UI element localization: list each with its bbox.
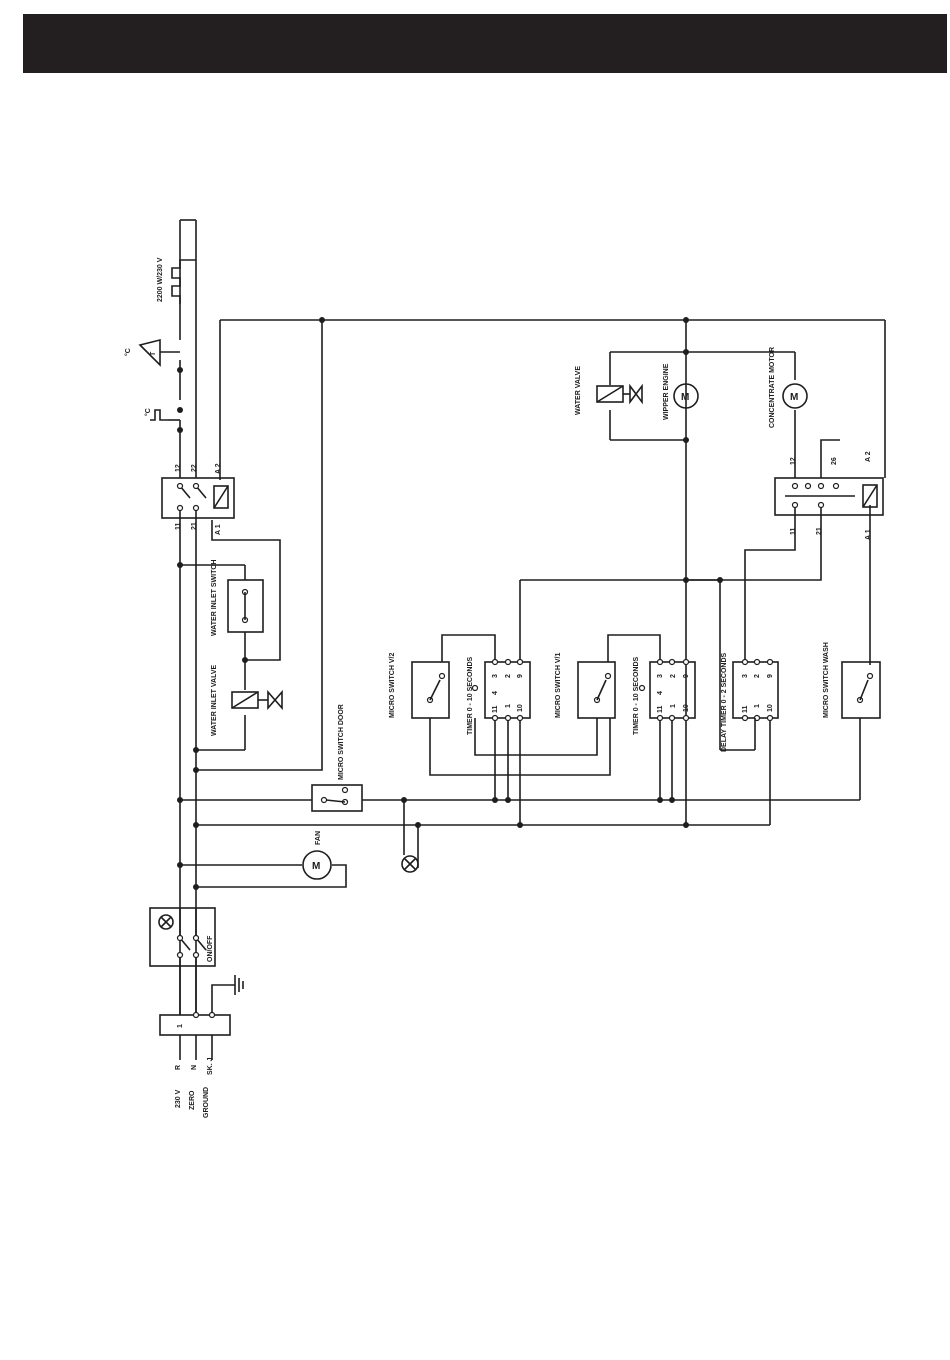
tv2-pin-3: 3 xyxy=(492,674,499,678)
supply-sk-label: SK. J xyxy=(207,1057,214,1075)
micro-switch-door-label: MICRO SWITCH DOOR xyxy=(338,704,345,780)
c2-pin-11: 11 xyxy=(790,527,797,535)
water-valve: WATER VALVE xyxy=(575,366,643,415)
c1-pin-11: 11 xyxy=(175,522,182,530)
tv2-pin-10: 10 xyxy=(517,704,524,712)
tv2-pin-2: 2 xyxy=(505,674,512,678)
micro-switch-wash-label: MICRO SWITCH WASH xyxy=(823,642,830,718)
water-valve-label: WATER VALVE xyxy=(575,366,582,415)
timer-v1: 3 2 9 11 4 1 10 TIMER 0 - 10 SECONDS xyxy=(633,656,696,735)
delay-timer-label: DELAY TIMER 0 - 2 SECONDS xyxy=(721,652,728,752)
thermostat-t-label: T xyxy=(150,351,157,356)
c2-pin-12: 12 xyxy=(790,457,797,465)
junction-dots xyxy=(177,317,723,890)
wipper-engine-label: WIPPER ENGINE xyxy=(663,363,670,420)
concentrate-motor-label: CONCENTRATE MOTOR xyxy=(769,347,776,428)
dt-pin-11: 11 xyxy=(742,705,749,713)
header-bar xyxy=(23,14,947,73)
tv1-pin-1: 1 xyxy=(670,704,677,708)
micro-switch-v2: MICRO SWITCH V/2 xyxy=(389,653,450,719)
water-inlet-valve-label: WATER INLET VALVE xyxy=(211,665,218,736)
dt-pin-10: 10 xyxy=(767,704,774,712)
c2-pin-21: 21 xyxy=(816,527,823,535)
terminal-block: 1 R N SK. J 230 V ZERO GROUND xyxy=(159,1011,231,1118)
terminal-1-label: 1 xyxy=(177,1024,184,1028)
micro-switch-wash: MICRO SWITCH WASH xyxy=(823,642,881,719)
c1-pin-22: 22 xyxy=(191,464,198,472)
concentrate-motor-symbol: M xyxy=(790,392,798,403)
dt-pin-3: 3 xyxy=(742,674,749,678)
wipper-engine-motor: M WIPPER ENGINE xyxy=(663,363,699,420)
micro-switch-v1: MICRO SWITCH V/1 xyxy=(555,653,616,719)
concentrate-motor: M CONCENTRATE MOTOR xyxy=(769,347,808,428)
thermostat-unit-label: °C xyxy=(124,348,132,356)
fan-label: FAN xyxy=(315,831,322,845)
c2-pin-a1: A 1 xyxy=(865,529,872,540)
water-inlet-valve: WATER INLET VALVE xyxy=(211,665,283,736)
c1-pin-21: 21 xyxy=(191,522,198,530)
tv2-pin-4: 4 xyxy=(492,691,499,695)
water-inlet-switch-label: WATER INLET SWITCH xyxy=(211,560,218,636)
tv1-pin-11: 11 xyxy=(657,705,664,713)
supply-ground-label: GROUND xyxy=(203,1087,210,1118)
heater-element: 2200 W/230 V xyxy=(157,257,196,304)
micro-switch-v2-label: MICRO SWITCH V/2 xyxy=(389,653,396,718)
contactor-1: 11 21 A 1 12 22 A 2 xyxy=(161,463,235,535)
thermostat-adjustable: T °C xyxy=(124,338,180,367)
water-inlet-switch: WATER INLET SWITCH xyxy=(211,560,264,636)
contactor-2: 11 21 A 1 12 26 A 2 xyxy=(774,451,884,540)
thermostat2-unit-label: °C xyxy=(144,408,152,416)
indicator-lamp xyxy=(401,855,419,873)
supply-zero-label: ZERO xyxy=(189,1090,196,1110)
c2-pin-a2: A 2 xyxy=(865,451,872,462)
tv1-pin-9: 9 xyxy=(683,674,690,678)
dt-pin-2: 2 xyxy=(754,674,761,678)
heater-label: 2200 W/230 V xyxy=(157,257,164,302)
tv2-pin-1: 1 xyxy=(505,704,512,708)
bus-wires xyxy=(179,219,886,1015)
c1-pin-12: 12 xyxy=(175,464,182,472)
supply-230v-label: 230 V xyxy=(175,1089,182,1108)
c2-pin-26: 26 xyxy=(831,457,838,465)
tv1-pin-3: 3 xyxy=(657,674,664,678)
supply-r-label: R xyxy=(175,1065,182,1070)
c1-pin-a1: A 1 xyxy=(215,524,222,535)
wipper-engine-symbol: M xyxy=(681,392,689,403)
tv1-pin-4: 4 xyxy=(657,691,664,695)
micro-switch-door: MICRO SWITCH DOOR xyxy=(311,704,363,812)
ground-symbol xyxy=(234,975,244,995)
fan-motor-symbol: M xyxy=(312,861,320,872)
timer-v1-label: TIMER 0 - 10 SECONDS xyxy=(633,656,640,735)
fan-motor: M FAN xyxy=(302,831,332,880)
thermostat-fixed: °C xyxy=(144,408,180,421)
timer-v2-label: TIMER 0 - 10 SECONDS xyxy=(467,656,474,735)
delay-timer: 3 2 9 11 1 10 DELAY TIMER 0 - 2 SECONDS xyxy=(721,652,779,752)
tv2-pin-9: 9 xyxy=(517,674,524,678)
dt-pin-1: 1 xyxy=(754,704,761,708)
tv2-pin-11: 11 xyxy=(492,705,499,713)
timer-v2: 3 2 9 11 4 1 10 TIMER 0 - 10 SECONDS xyxy=(467,656,531,735)
on-off-switch: ON/OFF xyxy=(149,907,216,1015)
dt-pin-9: 9 xyxy=(767,674,774,678)
c1-pin-a2: A 2 xyxy=(215,463,222,474)
micro-switch-v1-label: MICRO SWITCH V/1 xyxy=(555,653,562,718)
tv1-pin-10: 10 xyxy=(683,704,690,712)
on-off-label: ON/OFF xyxy=(207,935,214,962)
supply-n-label: N xyxy=(191,1065,198,1070)
tv1-pin-2: 2 xyxy=(670,674,677,678)
